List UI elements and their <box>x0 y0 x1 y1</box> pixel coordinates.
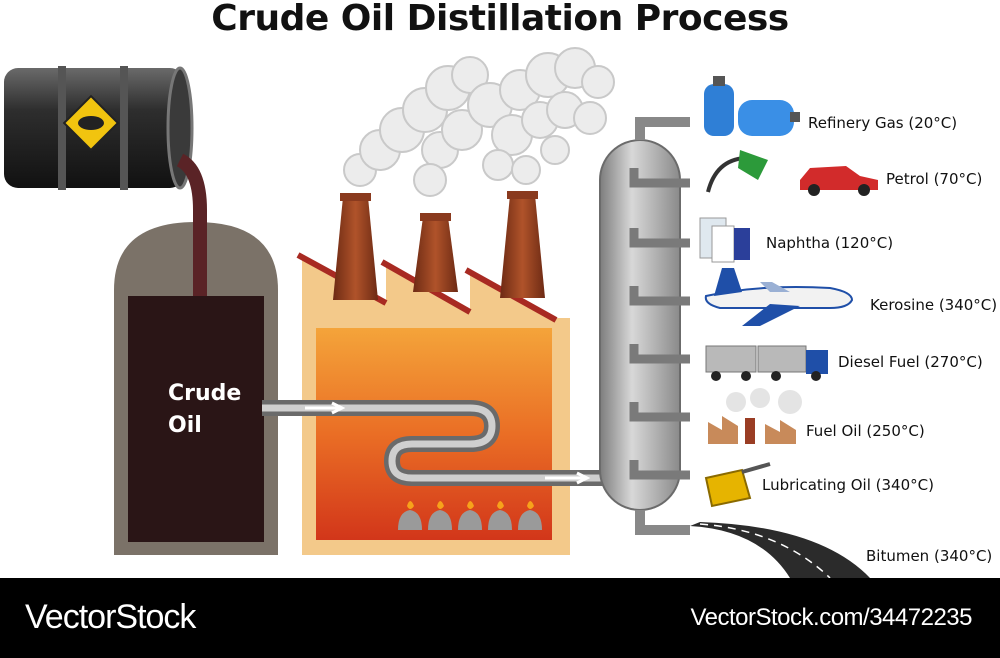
product-label-refinery-gas: Refinery Gas (20°C) <box>808 114 958 132</box>
watermark-footer <box>0 578 1000 658</box>
burners <box>398 501 542 530</box>
airplane-icon <box>704 268 854 326</box>
product-label-petrol: Petrol (70°C) <box>886 170 983 188</box>
flow-arrow <box>545 471 591 485</box>
oil-can-icon <box>704 462 771 508</box>
furnace <box>316 328 552 540</box>
fuel-nozzle-car-icon <box>706 150 878 196</box>
oil-barrel-icon <box>4 66 194 190</box>
smoke-clouds <box>343 47 615 197</box>
product-label-lubricating-oil: Lubricating Oil (340°C) <box>762 476 934 494</box>
product-label-fuel-oil: Fuel Oil (250°C) <box>806 422 925 440</box>
product-label-diesel-fuel: Diesel Fuel (270°C) <box>838 353 983 371</box>
product-label-bitumen: Bitumen (340°C) <box>866 547 993 565</box>
road-icon <box>690 522 870 578</box>
watermark-brand: VectorStock <box>25 598 196 636</box>
product-label-kerosine: Kerosine (340°C) <box>870 296 998 314</box>
flow-arrow <box>305 401 346 415</box>
truck-icon <box>705 345 828 381</box>
chimneys <box>333 191 545 300</box>
chemical-bottles-icon <box>699 217 750 263</box>
product-label-naphtha: Naphtha (120°C) <box>766 234 894 252</box>
factory-icon <box>708 388 802 444</box>
watermark-id: VectorStock.com/34472235 <box>690 604 972 631</box>
diagram-title: Crude Oil Distillation Process <box>211 0 789 39</box>
column-outlet-pipes <box>629 168 690 480</box>
oil-stream <box>176 153 207 296</box>
gas-cylinders-icon <box>704 76 800 136</box>
distillation-diagram <box>4 47 878 578</box>
crude-oil-tank <box>114 222 278 555</box>
